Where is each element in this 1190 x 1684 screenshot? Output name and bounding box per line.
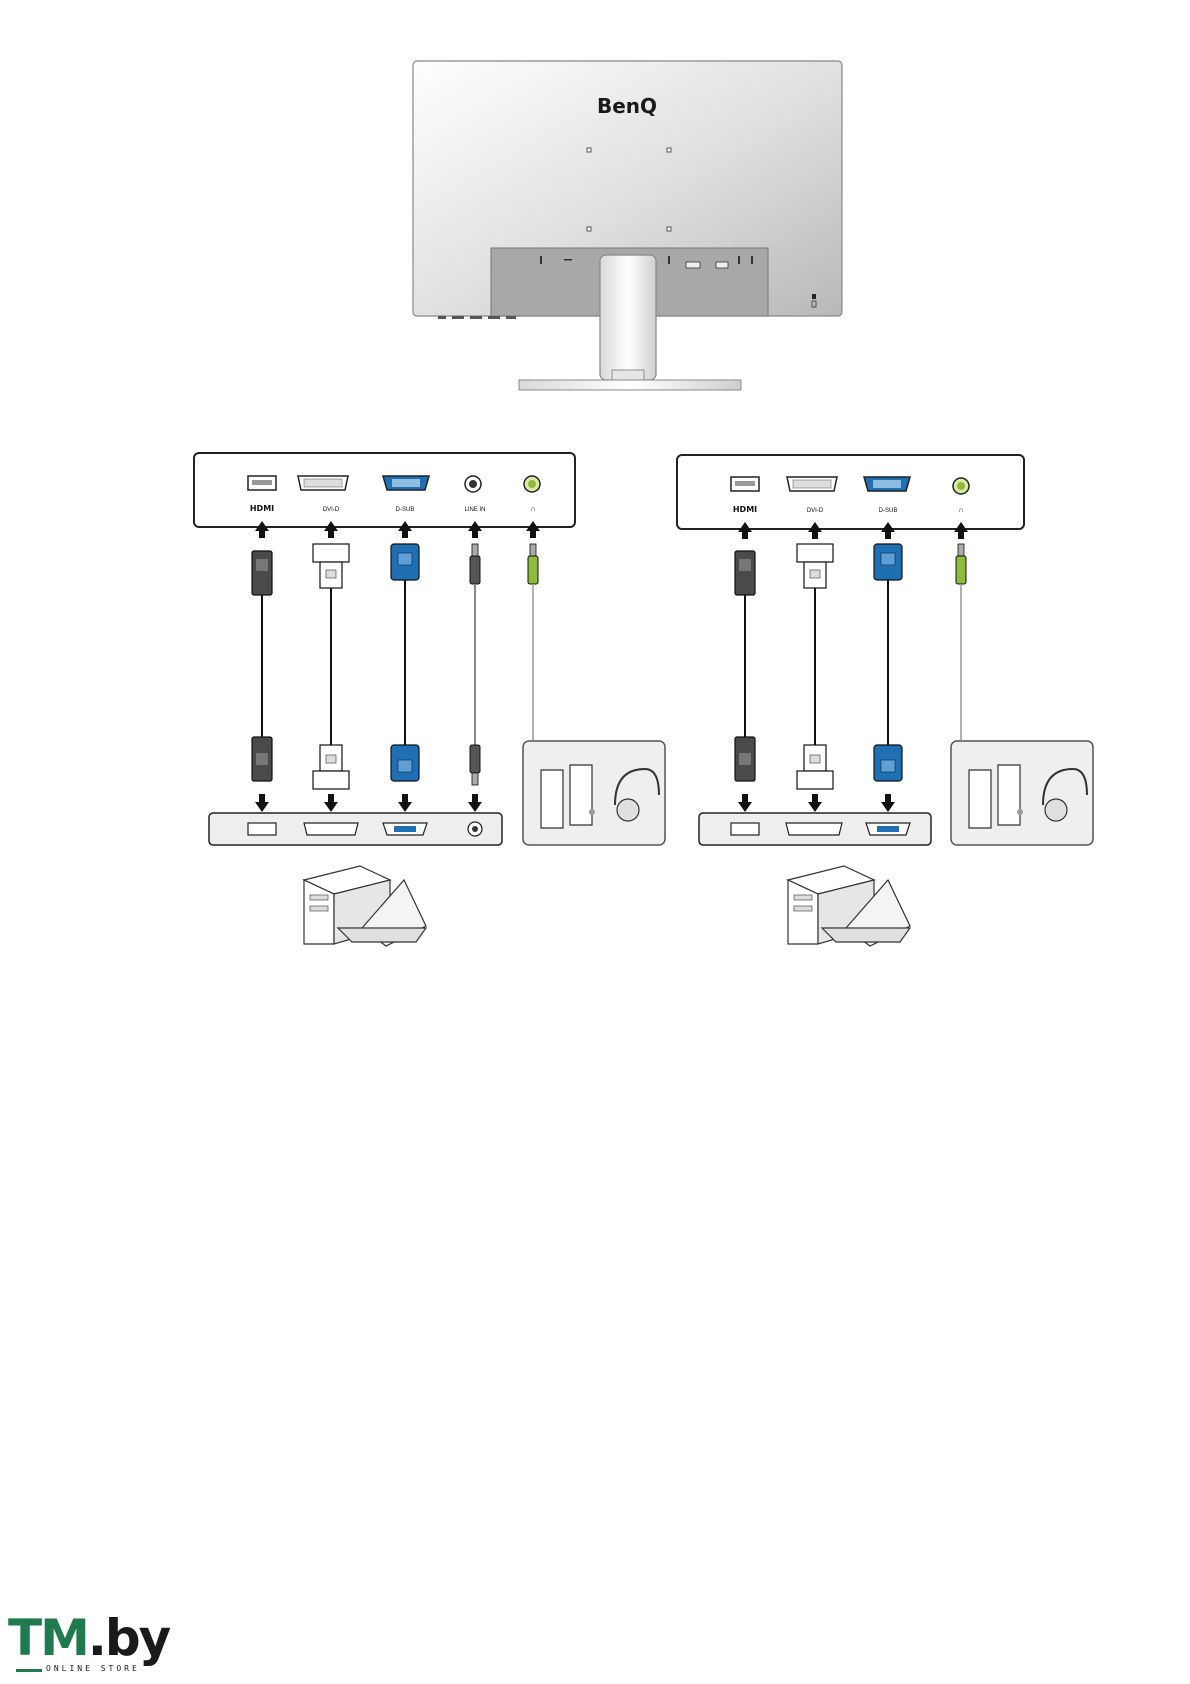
- pc-dsub-port-icon: [866, 823, 910, 835]
- dsub-port-icon: [383, 476, 429, 490]
- monitor-brand-logo: BenQ: [597, 94, 657, 118]
- headphone-cable: [528, 544, 538, 740]
- arrows-to-pc: [255, 794, 482, 812]
- pc-hdmi-port-icon: [248, 823, 276, 835]
- hdmi-port-icon: [248, 476, 276, 490]
- pc-dsub-port-icon: [383, 823, 427, 835]
- port-label-hdmi: HDMI: [733, 505, 757, 514]
- dvi-cable: [797, 544, 833, 789]
- port-label-dsub: D-SUB: [879, 508, 898, 514]
- dvi-port-icon: [298, 476, 348, 490]
- line-in-port-icon: [465, 476, 481, 492]
- computer-icon: [304, 866, 426, 946]
- dvi-port-icon: [787, 477, 837, 491]
- port-label-hdmi: HDMI: [250, 504, 274, 513]
- headphone-port-icon: [524, 476, 540, 492]
- dsub-cable: [874, 544, 902, 781]
- pc-hdmi-port-icon: [731, 823, 759, 835]
- pc-audio-port-icon: [468, 822, 482, 836]
- logo-wordmark: TM.by: [8, 1612, 169, 1664]
- stand-cable-clip: [612, 370, 644, 380]
- pc-dvi-port-icon: [786, 823, 842, 835]
- port-label-dsub: D-SUB: [396, 507, 415, 513]
- hdmi-cable: [252, 551, 272, 781]
- audio-devices-box: [523, 741, 665, 845]
- line-in-cable: [470, 544, 480, 785]
- arrows-to-pc: [738, 794, 895, 812]
- headphone-port-icon: [953, 478, 969, 494]
- port-label-headphone: ∩: [530, 506, 535, 513]
- computer-icon: [788, 866, 910, 946]
- hdmi-cable: [735, 551, 755, 781]
- monitor-back-view: BenQ: [413, 61, 842, 390]
- tm-by-store-logo[interactable]: TM.by ONLINE STORE: [8, 1612, 158, 1678]
- pc-dvi-port-icon: [304, 823, 358, 835]
- stand-base: [519, 380, 741, 390]
- monitor-port-panel: [677, 455, 1024, 529]
- dvi-cable: [313, 544, 349, 789]
- headphone-cable: [956, 544, 966, 740]
- dsub-cable: [391, 544, 419, 781]
- port-label-dvi: DVI-D: [323, 507, 340, 513]
- diagram-right: HDMI DVI-D D-SUB ∩: [677, 455, 1093, 946]
- dsub-port-icon: [864, 477, 910, 491]
- logo-underline: [16, 1669, 42, 1672]
- port-label-headphone: ∩: [958, 507, 963, 514]
- logo-tagline: ONLINE STORE: [46, 1664, 140, 1673]
- stand-neck: [600, 255, 656, 380]
- port-label-line-in: LINE IN: [464, 507, 485, 513]
- audio-devices-box: [951, 741, 1093, 845]
- diagram-left: HDMI DVI-D D-SUB LINE IN ∩: [194, 453, 665, 946]
- hdmi-port-icon: [731, 477, 759, 491]
- port-label-dvi: DVI-D: [807, 508, 824, 514]
